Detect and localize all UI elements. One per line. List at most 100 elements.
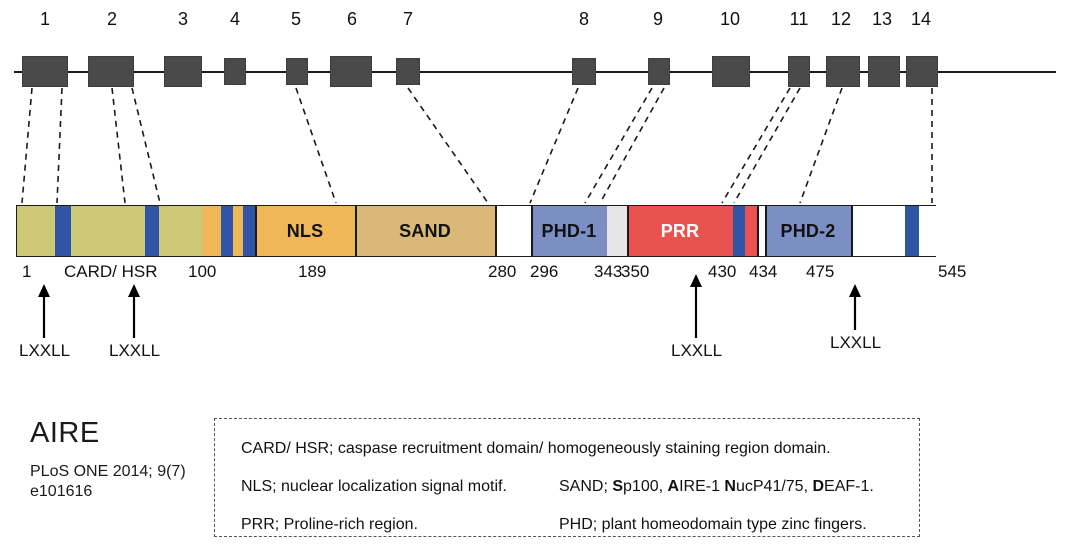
domain-divider-0 xyxy=(255,206,257,256)
position-label-296: 296 xyxy=(530,262,559,281)
lxxll-arrow-head-3 xyxy=(849,284,861,297)
exon-box-5 xyxy=(286,58,308,85)
exon-number-5: 5 xyxy=(290,9,301,29)
domain-segment-gap-1 xyxy=(495,206,531,256)
domain-segment-lxxll-2 xyxy=(145,206,159,256)
lxxll-label-0: LXXLL xyxy=(19,341,71,360)
domain-segment-stripe-blue-3 xyxy=(221,206,233,256)
position-label-343: 343 xyxy=(594,262,623,281)
domain-divider-4 xyxy=(627,206,629,256)
domain-segment-gap-2 xyxy=(757,206,765,256)
exon-number-9: 9 xyxy=(652,9,663,29)
position-label-189: 189 xyxy=(298,262,327,281)
citation-line-2: e101616 xyxy=(30,483,93,501)
exon-number-10: 10 xyxy=(719,9,741,29)
domain-segment-sand xyxy=(355,206,495,256)
domain-segment-prr xyxy=(627,206,733,256)
domain-divider-7 xyxy=(851,206,853,256)
domain-divider-3 xyxy=(531,206,533,256)
connector-line-8 xyxy=(599,87,665,204)
domain-segment-linker-a xyxy=(203,206,221,256)
domain-segment-gap-3 xyxy=(851,206,905,256)
page-title: AIRE xyxy=(30,417,100,449)
domain-segment-lxxll-3 xyxy=(733,206,745,256)
domain-divider-6 xyxy=(765,206,767,256)
exon-number-3: 3 xyxy=(177,9,188,29)
domain-segment-card-hsr-a xyxy=(17,206,55,256)
position-label-430: 430 xyxy=(708,262,737,281)
position-label-545: 545 xyxy=(938,262,967,281)
lxxll-arrow-head-1 xyxy=(128,284,140,297)
position-label-350: 350 xyxy=(621,262,650,281)
domain-divider-2 xyxy=(495,206,497,256)
domain-segment-lxxll-1 xyxy=(55,206,71,256)
connector-line-11 xyxy=(799,87,843,204)
connector-line-9 xyxy=(721,87,791,204)
legend-entry-r0-c0: CARD/ HSR; caspase recruitment domain/ h… xyxy=(241,440,831,457)
legend-entry-r1-c0: NLS; nuclear localization signal motif. xyxy=(241,478,507,495)
domain-segment-card-hsr-c xyxy=(159,206,203,256)
exon-number-13: 13 xyxy=(871,9,893,29)
legend-box: CARD/ HSR; caspase recruitment domain/ h… xyxy=(214,418,920,537)
exon-number-4: 4 xyxy=(229,9,240,29)
exon-number-1: 1 xyxy=(39,9,50,29)
lxxll-arrow-head-0 xyxy=(38,284,50,297)
legend-entry-r1-c1: SAND; Sp100, AIRE-1 NucP41/75, DEAF-1. xyxy=(559,478,874,495)
domain-segment-stripe-blue-4 xyxy=(243,206,255,256)
exon-number-8: 8 xyxy=(578,9,589,29)
exon-box-10 xyxy=(712,56,750,87)
domain-segment-card-hsr-b xyxy=(71,206,145,256)
exon-number-14: 14 xyxy=(910,9,932,29)
exon-box-3 xyxy=(164,56,202,87)
lxxll-label-2: LXXLL xyxy=(671,341,723,360)
exon-box-6 xyxy=(330,56,372,87)
citation-line-1: PLoS ONE 2014; 9(7) xyxy=(30,463,186,480)
citation: PLoS ONE 2014; 9(7) e101616 xyxy=(30,462,186,503)
position-label-434: 434 xyxy=(749,262,778,281)
connector-line-10 xyxy=(733,87,801,204)
exon-box-14 xyxy=(906,56,938,87)
domain-segment-lxxll-4 xyxy=(905,206,919,256)
gene-backbone-line xyxy=(14,71,1056,73)
connector-line-6 xyxy=(529,87,579,204)
exon-box-13 xyxy=(868,56,900,87)
lxxll-label-1: LXXLL xyxy=(109,341,161,360)
connector-line-2 xyxy=(111,87,126,204)
lxxll-label-3: LXXLL xyxy=(830,333,882,352)
connector-line-5 xyxy=(407,87,489,204)
domain-segment-gap-grey xyxy=(607,206,627,256)
position-label-1: 1 xyxy=(22,262,32,281)
connector-line-3 xyxy=(131,87,161,204)
domain-segment-linker-b xyxy=(233,206,243,256)
exon-number-2: 2 xyxy=(106,9,117,29)
legend-entry-r2-c1: PHD; plant homeodomain type zinc fingers… xyxy=(559,516,867,533)
position-label-280: 280 xyxy=(488,262,517,281)
domain-segment-nls xyxy=(255,206,355,256)
card-hsr-label: CARD/ HSR xyxy=(64,262,158,281)
connector-line-1 xyxy=(56,87,63,204)
exon-box-2 xyxy=(88,56,134,87)
domain-segment-phd-2 xyxy=(765,206,851,256)
exon-box-12 xyxy=(826,56,860,87)
domain-segment-prr-tail xyxy=(745,206,757,256)
exon-box-4 xyxy=(224,58,246,85)
exon-number-11: 11 xyxy=(789,9,809,29)
exon-box-9 xyxy=(648,58,670,85)
exon-number-7: 7 xyxy=(402,9,413,29)
exon-box-7 xyxy=(396,58,420,85)
domain-segment-c-term xyxy=(919,206,937,256)
position-label-100: 100 xyxy=(188,262,217,281)
connector-line-4 xyxy=(295,87,337,204)
lxxll-arrow-head-2 xyxy=(690,274,702,287)
position-label-475: 475 xyxy=(806,262,835,281)
domain-divider-5 xyxy=(757,206,759,256)
exon-number-12: 12 xyxy=(830,9,852,29)
exon-box-8 xyxy=(572,58,596,85)
exon-box-11 xyxy=(788,56,810,87)
exon-box-1 xyxy=(22,56,68,87)
legend-entry-r2-c0: PRR; Proline-rich region. xyxy=(241,516,418,533)
connector-line-0 xyxy=(21,87,33,204)
domain-segment-phd-1 xyxy=(531,206,607,256)
